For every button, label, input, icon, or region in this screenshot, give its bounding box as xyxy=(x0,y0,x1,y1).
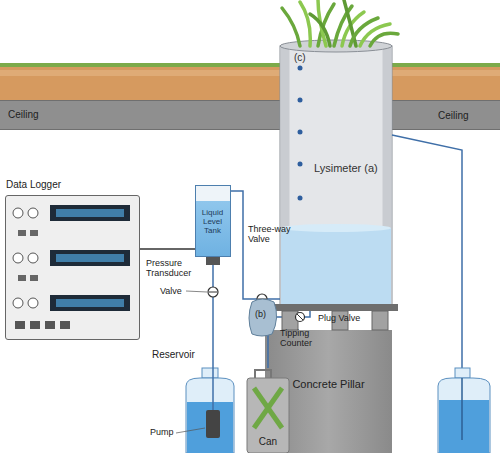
logger-dial xyxy=(13,298,23,308)
drain-bottle xyxy=(438,378,490,453)
node-text: Liquid Level Tank xyxy=(196,208,229,236)
logger-panel xyxy=(13,205,130,329)
ceiling-band: Ceiling xyxy=(392,100,500,130)
logger-display xyxy=(50,205,130,221)
sensor-port xyxy=(298,66,303,71)
bottle-neck xyxy=(455,368,470,378)
logger-button xyxy=(18,230,26,236)
bottle-water xyxy=(439,400,489,453)
lysimeter-water xyxy=(281,228,391,304)
pump-pipe xyxy=(212,368,214,410)
logger-dial xyxy=(28,253,38,263)
node-text: Data Logger xyxy=(6,179,96,191)
sensor-port xyxy=(298,130,303,135)
logger-dial xyxy=(13,253,23,263)
plant-leaf xyxy=(282,8,300,46)
leader-line xyxy=(186,291,207,292)
node-text: Lysimeter (a) xyxy=(314,162,390,175)
plant-leaf xyxy=(300,2,310,46)
node-text: Ceiling xyxy=(438,110,496,122)
display-digits xyxy=(56,254,124,262)
node-text: Reservoir xyxy=(152,349,216,361)
load-cell-foot xyxy=(282,311,298,330)
can-x-mark xyxy=(254,388,282,428)
sensor-port xyxy=(298,196,303,201)
logger-button xyxy=(60,321,70,329)
node-text: Can xyxy=(245,436,291,448)
display-digits xyxy=(56,209,124,217)
load-cell-foot xyxy=(372,311,388,330)
ceiling-band: Ceiling xyxy=(0,100,280,130)
node-text: Ceiling xyxy=(8,109,78,121)
node-text: (c) xyxy=(294,52,318,64)
soil-layer xyxy=(0,66,500,100)
sensor-port xyxy=(298,98,303,103)
valve-handle xyxy=(209,292,217,293)
valve-label: Three-way Valve xyxy=(248,224,300,245)
logger-button xyxy=(30,275,38,281)
pipe-connector xyxy=(231,191,280,299)
pipe-connector xyxy=(140,248,195,250)
lysimeter: (c) Lysimeter (a) xyxy=(280,40,392,305)
can-x-mark xyxy=(254,388,282,428)
bottle-neck xyxy=(202,368,218,378)
water-surface xyxy=(281,224,391,232)
bottle-body xyxy=(186,378,234,453)
valve-handle xyxy=(297,314,303,320)
drain-pipe xyxy=(461,378,463,440)
display-digits xyxy=(56,299,124,307)
pressure-transducer xyxy=(206,257,220,265)
logger-button xyxy=(45,321,55,329)
bottle-water xyxy=(187,402,233,453)
sensor-label: Pressure Transducer xyxy=(146,258,196,279)
collection-can: Can xyxy=(245,368,291,453)
leader-line xyxy=(176,428,205,433)
soil-stripe xyxy=(0,70,500,76)
logger-button xyxy=(30,321,40,329)
logger-dial xyxy=(28,208,38,218)
plant-leaf xyxy=(370,33,398,46)
crop-plants xyxy=(282,0,398,46)
pump-label: Pump xyxy=(150,427,180,437)
tipping-counter xyxy=(249,299,277,336)
plug-valve xyxy=(296,313,305,322)
pump xyxy=(206,410,220,438)
logger-button xyxy=(15,321,25,329)
valve-symbol xyxy=(208,287,218,297)
logger-display xyxy=(50,295,130,311)
logger-dial xyxy=(28,298,38,308)
logger-button xyxy=(18,275,26,281)
weighing-plate xyxy=(270,304,398,311)
pipe-connector xyxy=(212,257,214,368)
plant-leaf xyxy=(310,14,330,46)
logger-display xyxy=(50,250,130,266)
valve-label: Plug Valve xyxy=(318,313,368,323)
liquid-level-tank: Liquid Level Tank xyxy=(195,185,231,257)
callout-number: (b) xyxy=(255,309,275,319)
device-label: Tipping Counter xyxy=(280,328,328,349)
logger-button xyxy=(30,230,38,236)
valve-label: Valve xyxy=(160,286,190,296)
ground-surface xyxy=(0,63,500,67)
lysimeter-body xyxy=(280,46,392,305)
can-handle xyxy=(255,370,271,378)
sensor-port xyxy=(298,162,303,167)
logger-dial xyxy=(13,208,23,218)
